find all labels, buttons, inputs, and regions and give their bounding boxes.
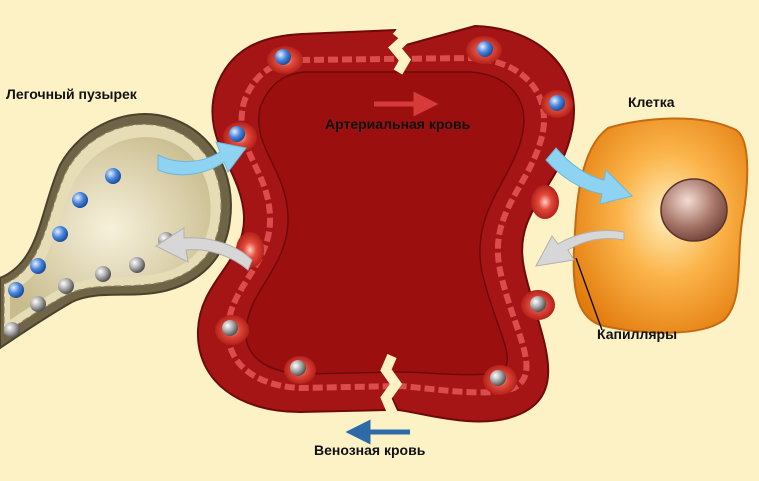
vessel-lumen — [245, 71, 525, 376]
oxygen-into-cell-arrow — [545, 147, 633, 205]
vessel-inner-wall — [224, 54, 547, 396]
label-capillaries: Капилляры — [597, 326, 678, 342]
co2-molecule — [58, 278, 74, 294]
co2-molecule — [490, 370, 506, 386]
co2-molecule — [30, 296, 46, 312]
tissue-cell — [572, 117, 749, 334]
oxygen-into-blood-arrow — [157, 141, 247, 176]
label-arterial-blood: Артериальная кровь — [325, 116, 471, 132]
co2-molecule — [95, 266, 111, 282]
oxygen-molecule — [549, 95, 565, 111]
oxygen-molecule — [275, 49, 291, 65]
cell-nucleus — [660, 178, 728, 242]
capillaries-pointer — [575, 257, 603, 331]
alveolus — [0, 113, 232, 350]
oxygen-molecule — [477, 41, 493, 57]
oxygen-molecule — [8, 282, 24, 298]
co2-molecule — [290, 360, 306, 376]
oxygen-molecule — [30, 258, 46, 274]
oxygen-molecule — [52, 226, 68, 242]
co2-out-of-blood-arrow — [154, 227, 253, 271]
label-venous-blood: Венозная кровь — [314, 442, 426, 458]
alveolus-interior — [10, 137, 211, 320]
vessel-break-top — [388, 26, 414, 75]
red-blood-cell — [531, 185, 559, 219]
cell-body — [572, 117, 749, 334]
oxygen-molecule — [105, 168, 121, 184]
co2-molecule — [222, 320, 238, 336]
co2-out-of-cell-arrow — [535, 230, 625, 267]
oxygen-molecule — [229, 126, 245, 142]
oxygen-molecule — [72, 192, 88, 208]
blood-vessel — [196, 24, 575, 423]
co2-molecule — [4, 322, 20, 338]
label-cell: Клетка — [628, 94, 675, 110]
oxygen-molecules — [8, 41, 565, 298]
co2-molecule — [129, 257, 145, 273]
co2-molecule — [530, 296, 546, 312]
label-alveolus: Легочный пузырек — [6, 86, 137, 102]
transfer-arrows — [154, 141, 633, 271]
vessel-break-bottom — [380, 354, 403, 414]
